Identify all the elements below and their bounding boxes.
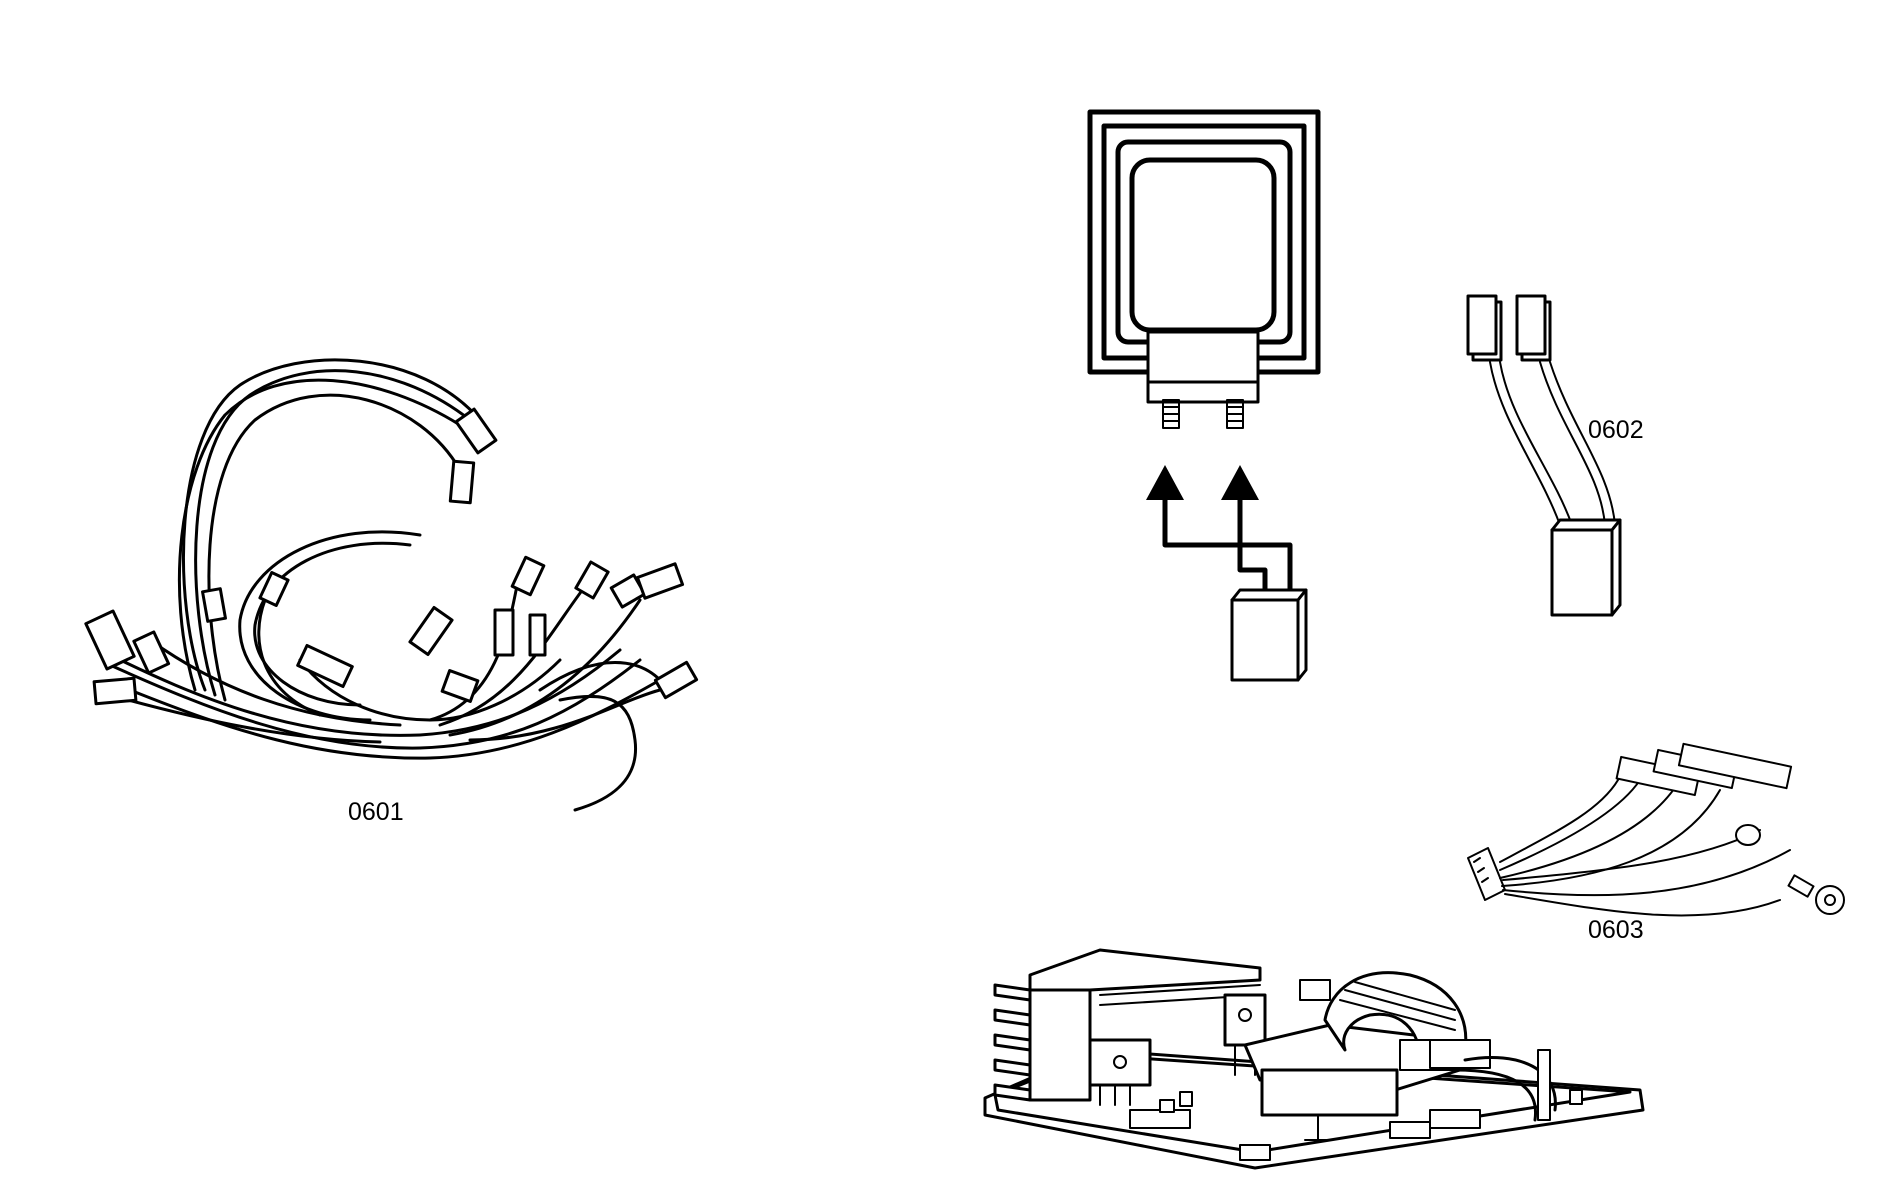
connection-arrows xyxy=(1146,465,1293,600)
part-number-0601: 0601 xyxy=(348,798,404,826)
lead-wire-0603[interactable] xyxy=(1467,742,1845,917)
control-board xyxy=(983,948,1645,1170)
wire-harness-0601[interactable] xyxy=(84,358,699,812)
heatsink-fins xyxy=(993,983,1032,1102)
connector-wire-0602[interactable] xyxy=(1466,294,1622,617)
part-number-0603: 0603 xyxy=(1588,916,1644,944)
magnetron xyxy=(1087,109,1321,429)
part-number-0602: 0602 xyxy=(1588,416,1644,444)
connector-block xyxy=(1230,588,1308,682)
